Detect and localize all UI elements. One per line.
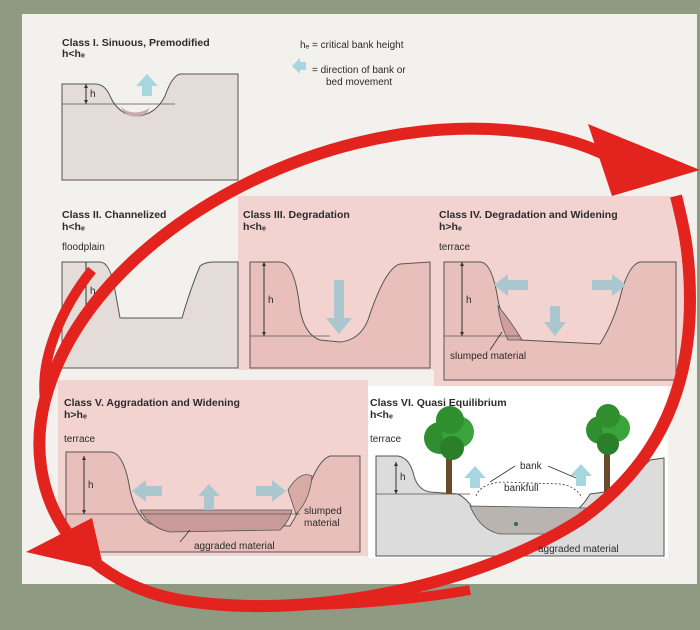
class-3-title: Class III. Degradation	[243, 210, 350, 221]
legend-direction-line1: = direction of bank or	[312, 65, 406, 76]
class-4-left-arrow	[494, 274, 528, 296]
tree-left-icon	[424, 406, 474, 494]
class-5-cross-section	[66, 452, 360, 552]
class-1-condition: h<hₑ	[62, 49, 85, 60]
class-5-terrace-label: terrace	[64, 434, 95, 445]
class-6-bank-label: bank	[520, 461, 542, 472]
class-6-right-up-arrow	[570, 464, 592, 486]
legend-arrow-icon	[292, 58, 306, 74]
class-5-aggraded-label: aggraded material	[194, 541, 275, 552]
class-2-floodplain-label: floodplain	[62, 242, 105, 253]
class-1-cross-section	[62, 74, 238, 180]
class-6-bankfull-label: bankfull	[504, 483, 538, 494]
class-4-condition: h>hₑ	[439, 222, 462, 233]
class-5-slumped-label: slumped	[304, 506, 342, 517]
class-2-title: Class II. Channelized	[62, 210, 166, 221]
class-3-cross-section	[250, 262, 430, 368]
class-2-h-label: h	[90, 286, 96, 297]
class-4-down-arrow	[544, 306, 566, 336]
class-5-left-arrow	[132, 480, 162, 502]
class-6-left-up-arrow	[464, 466, 486, 488]
class-6-aggraded-label: aggraded material	[538, 544, 619, 555]
class-6-title: Class VI. Quasi Equilibrium	[370, 398, 507, 409]
class-4-title: Class IV. Degradation and Widening	[439, 210, 618, 221]
class-6-terrace-label: terrace	[370, 434, 401, 445]
class-3-condition: h<hₑ	[243, 222, 266, 233]
legend-direction-line2: bed movement	[326, 77, 392, 88]
class-1-up-arrow	[136, 74, 158, 96]
class-4-h-label: h	[466, 295, 472, 306]
class-5-title: Class V. Aggradation and Widening	[64, 398, 240, 409]
class-5-right-arrow	[256, 480, 286, 502]
class-3-down-arrow	[326, 280, 352, 334]
class-5-h-label: h	[88, 480, 94, 491]
class-4-cross-section	[444, 262, 676, 380]
class-2-condition: h<hₑ	[62, 222, 85, 233]
class-5-material-label: material	[304, 518, 340, 529]
class-3-h-label: h	[268, 295, 274, 306]
class-6-h-label: h	[400, 472, 406, 483]
cycle-arrow-head-top	[588, 124, 700, 196]
class-5-condition: h>hₑ	[64, 410, 87, 421]
legend-critical-height: hₑ = critical bank height	[300, 40, 404, 51]
class-4-slumped-label: slumped material	[450, 351, 526, 362]
class-1-h-label: h	[90, 89, 96, 100]
class-6-condition: h<hₑ	[370, 410, 393, 421]
class-5-up-arrow	[198, 484, 220, 510]
class-4-terrace-label: terrace	[439, 242, 470, 253]
